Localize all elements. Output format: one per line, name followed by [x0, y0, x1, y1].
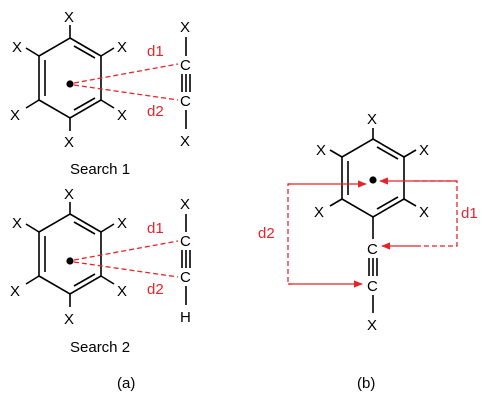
distance-d2-bracket [287, 180, 367, 288]
substituent-x: X [117, 215, 127, 232]
substituent-x: X [316, 142, 326, 159]
alkyne-carbon: C [180, 233, 191, 250]
distance-d2-line [73, 84, 179, 101]
substituent-x: X [367, 111, 377, 128]
alkyne-carbon: C [180, 93, 191, 110]
search2-molecule: X X X X X X X C C H d1 d2 [10, 186, 191, 328]
distance-d1-bracket [379, 177, 458, 250]
distance-d2-label: d2 [147, 281, 164, 298]
substituent-x: X [12, 215, 22, 232]
substituent-x: X [10, 283, 20, 300]
substituent-x: X [180, 196, 190, 213]
distance-d2-label: d2 [258, 225, 275, 242]
substituent-x: X [117, 39, 127, 56]
substituent-x: X [180, 19, 190, 36]
search1-molecule: X X X X X X X C C X d1 d2 [10, 9, 191, 151]
distance-d1-label: d1 [461, 205, 478, 222]
distance-d1-line [73, 240, 179, 261]
substituent-x: X [64, 9, 74, 26]
substituent-x: X [117, 107, 127, 124]
distance-d2-label: d2 [147, 103, 164, 120]
substituent-x: X [64, 311, 74, 328]
ring-centroid [369, 176, 377, 184]
benzene-ring [38, 213, 102, 295]
substituent-x: X [419, 204, 429, 221]
panel-b-molecule: X X X X X C C X d1 d2 [258, 111, 478, 334]
distance-d1-label: d1 [147, 220, 164, 237]
terminal-hydrogen: H [180, 309, 191, 326]
panel-b-label: (b) [357, 375, 375, 392]
substituent-x: X [117, 283, 127, 300]
panel-a-label: (a) [117, 375, 135, 392]
distance-d2-line [73, 261, 179, 278]
substituent-x: X [314, 204, 324, 221]
distance-d1-label: d1 [147, 43, 164, 60]
substituent-x: X [419, 142, 429, 159]
substituent-x: X [10, 107, 20, 124]
distance-d1-line [73, 63, 179, 84]
search2-caption: Search 2 [70, 339, 130, 356]
alkyne-carbon: C [180, 57, 191, 74]
alkyne-carbon: C [367, 241, 378, 258]
substituent-x: X [12, 39, 22, 56]
ring-centroid [66, 80, 74, 88]
alkyne-carbon: C [180, 269, 191, 286]
substituent-x: X [64, 186, 74, 203]
substituent-x: X [367, 317, 377, 334]
search1-caption: Search 1 [70, 161, 130, 178]
alkyne-carbon: C [367, 278, 378, 295]
ring-centroid [66, 257, 74, 265]
substituent-x: X [180, 133, 190, 150]
substituent-x: X [64, 134, 74, 151]
benzene-ring [38, 37, 102, 119]
